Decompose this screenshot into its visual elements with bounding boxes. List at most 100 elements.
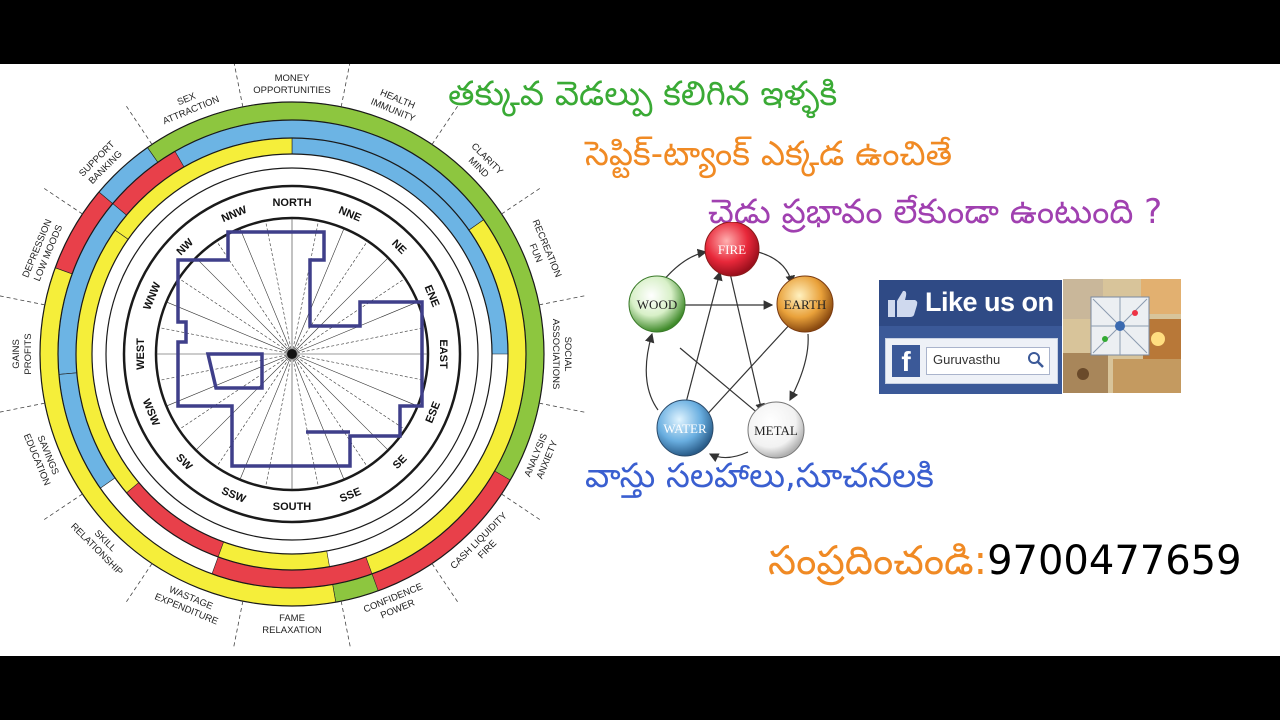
wheel-spoke [166,353,293,407]
metal-element: METAL [747,401,805,459]
fire-label: FIRE [718,242,746,257]
direction-label: WNW [141,280,163,312]
sector-divider [340,601,351,649]
wheel-center-point [287,349,297,359]
search-icon[interactable] [1027,351,1045,369]
phone-number[interactable]: 9700477659 [987,538,1242,584]
wheel-spoke [291,220,319,355]
wood-label: WOOD [637,297,677,312]
page-name: Guruvasthu [933,352,1001,367]
wheel-ring-outline [91,153,493,555]
thumbs-up-icon [888,290,918,317]
wheel-spoke [265,353,293,488]
headline-line-3: చెడు ప్రభావం లేకుండా ఉంటుంది ? [708,192,1163,232]
wheel-spoke [291,353,389,451]
facebook-logo-icon: f [892,345,920,377]
sector-divider [539,295,587,306]
wheel-spoke [158,353,293,381]
facebook-like-badge[interactable]: Like us on f Guruvasthu [879,280,1062,394]
wheel-spoke [265,220,293,355]
direction-label: SSW [220,485,248,506]
wheel-spoke [291,327,426,355]
direction-label: SW [173,452,194,473]
wheel-spoke [291,353,319,488]
wheel-ring-outline [57,119,527,589]
wheel-ring-outline [75,137,509,571]
wheel-spoke [291,257,389,355]
wheel-spoke [166,301,293,355]
earth-element: EARTH [776,275,834,333]
zone-label: GAINS [11,339,22,369]
wood-element: WOOD [628,275,686,333]
wheel-ring-outline [105,167,479,541]
direction-label: WSW [140,397,162,428]
wheel-spoke [291,353,345,480]
page-search-field[interactable]: Guruvasthu [926,347,1050,375]
wheel-spoke [291,353,418,407]
wheel-ring-outline [122,184,462,524]
direction-label: NNW [220,204,249,225]
direction-label: EAST [437,339,449,369]
direction-label: NNE [337,205,363,225]
direction-label: SSE [338,486,363,506]
thumbnail-canvas: NORTH NNE NE ENE EAST ESE SE SSE SOUTH SSW SW WSW WE… [0,64,1280,656]
direction-label: ESE [424,400,444,425]
sector-divider [0,402,45,413]
vastu-collage-image [1063,279,1181,393]
sector-divider [42,493,83,522]
direction-label: SE [391,453,410,472]
vastu-wheel-diagram: NORTH NNE NE ENE EAST ESE SE SSE SOUTH SSW SW WSW WE… [0,64,587,649]
zone-label: PROFITS [23,333,34,374]
wheel-spoke [291,353,426,381]
wheel-spoke [291,353,406,430]
direction-label: WEST [135,338,147,370]
fire-element: FIRE [704,222,760,277]
wheel-spoke [291,278,406,355]
wheel-spoke [195,353,293,451]
wheel-spoke [158,327,293,355]
wheel-spoke [291,301,418,355]
metal-label: METAL [754,423,798,438]
headline-line-1: తక్కువ వెడల్పు కలిగిన ఇళ్ళకి [448,74,838,114]
water-element: WATER [656,399,714,457]
sector-divider [431,104,460,145]
like-us-label: Like us on [925,287,1054,317]
wheel-spoke [291,240,368,355]
direction-label: NE [389,238,408,257]
zone-label: MONEY [275,73,311,84]
water-label: WATER [663,421,707,436]
contact-line: సంప్రదించండి:9700477659 [768,538,1242,594]
direction-label: NORTH [272,197,311,209]
sector-divider [124,104,153,145]
house-floor-plan [176,230,424,468]
wheel-spoke [239,353,293,480]
sector-divider [539,402,587,413]
zone-label: OPPORTUNITIES [253,85,330,96]
like-banner[interactable]: Like us on [879,280,1062,326]
wheel-spoke [216,240,293,355]
earth-label: EARTH [784,297,827,312]
sector-divider [431,563,460,604]
direction-label: NW [175,236,197,258]
wheel-spoke [195,257,293,355]
direction-label: ENE [422,283,442,308]
advice-line: వాస్తు సలహాలు,సూచనలకి [585,456,934,496]
zone-label: SOCIAL [562,337,573,372]
wheel-spoke [291,353,368,468]
wheel-spoke [239,228,293,355]
wheel-spoke [216,353,293,468]
sector-divider [501,493,542,522]
sector-divider [340,64,351,107]
contact-label: సంప్రదించండి: [768,538,988,584]
wheel-ring-outline [39,101,545,607]
wheel-spoke [178,353,293,430]
direction-label: SOUTH [273,501,312,513]
sector-divider [0,295,45,306]
sector-divider [124,563,153,604]
zone-label: RELAXATION [262,625,322,636]
facebook-search-bar[interactable]: f Guruvasthu [885,338,1058,384]
sector-divider [42,186,83,215]
sector-divider [501,186,542,215]
zone-label: ASSOCIATIONS [550,319,561,390]
zone-label: FAME [279,613,305,624]
